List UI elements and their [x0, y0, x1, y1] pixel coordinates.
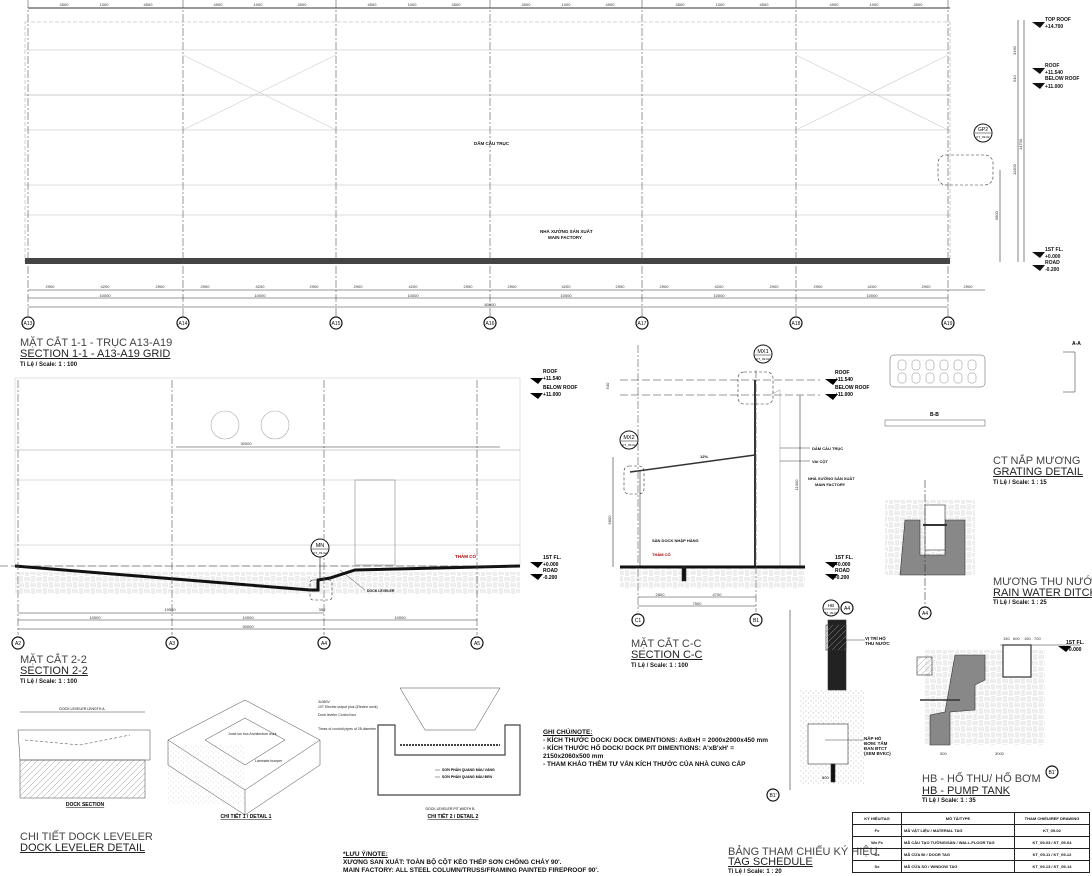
column-header: THAM CHIẾU/REF DRAWING [1014, 812, 1090, 825]
section-2-2-title-en: SECTION 2-2 [20, 665, 88, 677]
tag-schedule-scale: Tỉ Lệ / Scale: 1 : 20 [728, 869, 782, 875]
dock-note: GHI CHÚ/NOTE: - KÍCH THƯỚC DOCK/ DOCK DI… [543, 729, 768, 769]
tag-cell: Wx Fx [852, 836, 902, 849]
ref-cell: KT_09-02 [1014, 824, 1090, 837]
general-note: *LƯU Ý/NOTE: XƯƠNG SAN XUẤT: TOÀN BỘ CỘT… [343, 851, 599, 875]
general-note-heading: *LƯU Ý/NOTE: [343, 851, 388, 858]
tag-schedule-title-vn: BẢNG THAM CHIẾU KÝ HIỆU [728, 846, 878, 858]
grating-drawing [884, 351, 1076, 427]
column-header: MÔ TẢ/TYPE [901, 812, 1015, 825]
section-c-c-title-en: SECTION C-C [631, 649, 703, 661]
section-1-1-title-en: SECTION 1-1 - A13-A19 GRID [20, 348, 171, 360]
rain-ditch-title-vn: MƯƠNG THU NƯỚC [993, 576, 1092, 588]
tag-schedule-table: KÝ HIỆU/TAG MÔ TẢ/TYPE THAM CHIẾU/REF DR… [852, 812, 1090, 873]
section-c-c-scale: Tỉ Lệ / Scale: 1 : 100 [631, 663, 689, 669]
tag-schedule-title-en: TAG SCHEDULE [728, 856, 813, 868]
section-1-1-scale: Tỉ Lệ / Scale: 1 : 100 [20, 362, 78, 368]
ref-cell: KT_09-03 / KT_09-04 [1014, 836, 1090, 849]
rain-ditch-scale: Tỉ Lệ / Scale: 1 : 25 [993, 600, 1047, 606]
table-header-row: KÝ HIỆU/TAG MÔ TẢ/TYPE THAM CHIẾU/REF DR… [852, 812, 1090, 825]
section-c-c-drawing [612, 345, 820, 612]
section-1-1-title-vn: MẶT CẮT 1-1 - TRỤC A13-A19 [20, 337, 173, 349]
dock-note-line: - THAM KHẢO THÊM TƯ VẤN KÍCH THƯỚC CỦA N… [543, 761, 746, 768]
general-note-line: XƯƠNG SAN XUẤT: TOÀN BỘ CỘT KÈO THÉP SƠN… [343, 859, 562, 866]
section-1-1-drawing [24, 0, 1025, 318]
pump-tank-scale: Tỉ Lệ / Scale: 1 : 35 [922, 798, 976, 804]
dock-note-line: - KÍCH THƯỚC DOCK/ DOCK DIMENTIONS: AxBx… [543, 737, 769, 744]
section-2-2-drawing [0, 377, 521, 635]
grating-title-en: GRATING DETAIL [993, 466, 1084, 478]
pit-section-drawing [789, 610, 865, 790]
dock-leveler-title-vn: CHI TIẾT DOCK LEVELER [20, 831, 153, 843]
type-cell: MÃ CỬA SỔ / WINDOW TAG [901, 860, 1015, 873]
dock-note-heading: GHI CHÚ/NOTE: [543, 729, 593, 736]
dock-note-line: 2150x2060x500 mm [543, 753, 604, 760]
dock-leveler-drawings [17, 687, 521, 816]
type-cell: MÃ CỬA ĐI / DOOR TAG [901, 848, 1015, 861]
section-2-2-scale: Tỉ Lệ / Scale: 1 : 100 [20, 679, 78, 685]
ref-cell: KT_09-13 / KT_09-14 [1014, 860, 1090, 873]
dock-note-line: - KÍCH THƯỚC HỐ DOCK/ DOCK PIT DIMENTION… [543, 745, 735, 752]
grating-title-vn: CT NẮP MƯƠNG [993, 455, 1081, 467]
column-header: KÝ HIỆU/TAG [852, 812, 902, 825]
rain-ditch-drawing [885, 480, 975, 610]
tag-cell: Fx [852, 824, 902, 837]
type-cell: MÃ CẤU TẠO TƯỜNG/SÀN / WALL-FLOOR TAG [901, 836, 1015, 849]
pump-tank-title-vn: HB - HỐ THU/ HỐ BƠM [922, 773, 1041, 785]
tag-cell: Sx [852, 860, 902, 873]
rain-ditch-title-en: RAIN WATER DITCH [993, 587, 1092, 599]
dock-leveler-title-en: DOCK LEVELER DETAIL [20, 842, 146, 854]
section-2-2-title-vn: MẶT CẮT 2-2 [20, 654, 87, 666]
type-cell: MÃ VẬT LIỆU / MATERIAL TAG [901, 824, 1015, 837]
tag-cell: Dx [852, 848, 902, 861]
section-c-c-title-vn: MẶT CẮT C-C [631, 638, 702, 650]
pump-tank-title-en: HB - PUMP TANK [922, 785, 1011, 797]
ref-cell: KT_09-11 / KT_09-12 [1014, 848, 1090, 861]
general-note-line: MAIN FACTORY: ALL STEEL COLUMN/TRUSS/FRA… [343, 867, 599, 874]
pump-tank-drawing [916, 644, 1080, 746]
grating-scale: Tỉ Lệ / Scale: 1 : 15 [993, 480, 1047, 486]
